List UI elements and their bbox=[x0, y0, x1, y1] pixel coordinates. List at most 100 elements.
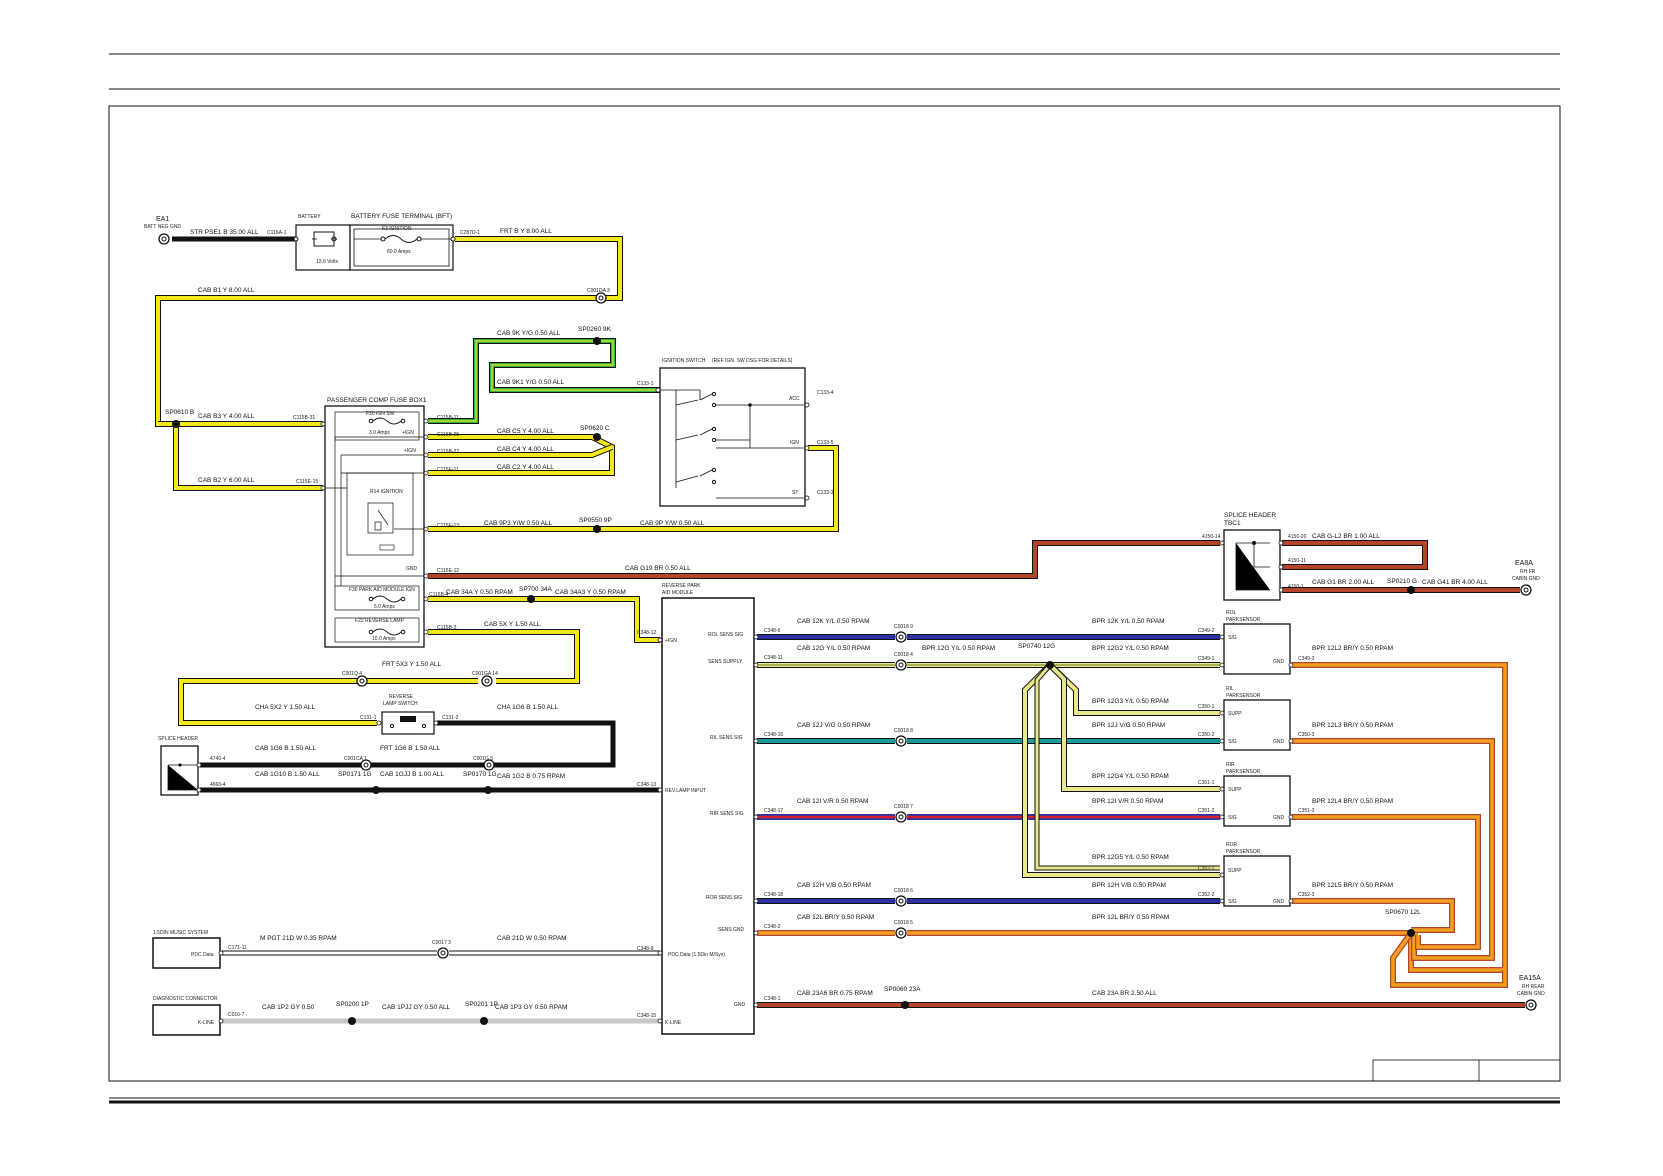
svg-text:C115E-11: C115E-11 bbox=[437, 467, 459, 473]
svg-text:C349-2: C349-2 bbox=[1198, 628, 1215, 634]
svg-text:CAB 12H V/B 0.50 RPAM: CAB 12H V/B 0.50 RPAM bbox=[797, 882, 871, 889]
svg-text:C001Q 4: C001Q 4 bbox=[342, 671, 362, 677]
ignition-switch: IGNITION SWITCH (REF IGN. SW DSG FOR DET… bbox=[659, 358, 806, 507]
diagnostic-connector: DIAGNOSTIC CONNECTOR K-LINE bbox=[152, 996, 221, 1036]
svg-text:C001DA 3: C001DA 3 bbox=[587, 288, 610, 294]
svg-text:C348-2: C348-2 bbox=[764, 924, 781, 930]
svg-text:SP0740 12G: SP0740 12G bbox=[1018, 643, 1055, 650]
svg-text:PDC Data: PDC Data bbox=[191, 952, 214, 958]
svg-text:SP0201 1P: SP0201 1P bbox=[465, 1001, 498, 1008]
svg-text:C348-1: C348-1 bbox=[764, 996, 781, 1002]
svg-text:GND: GND bbox=[734, 1002, 746, 1008]
svg-text:CAB 34A Y 0.50 RPAM: CAB 34A Y 0.50 RPAM bbox=[446, 589, 513, 596]
svg-text:4150-1: 4150-1 bbox=[1288, 584, 1304, 590]
svg-text:GND: GND bbox=[1273, 899, 1285, 905]
svg-text:SP0550 9P: SP0550 9P bbox=[579, 517, 612, 524]
svg-text:4150-20: 4150-20 bbox=[1288, 534, 1307, 540]
svg-text:C351-3: C351-3 bbox=[1298, 808, 1315, 814]
wire-green-ign-sw bbox=[428, 338, 660, 424]
svg-text:C349-1: C349-1 bbox=[1198, 656, 1215, 662]
svg-text:C350-1: C350-1 bbox=[1198, 704, 1215, 710]
svg-text:C115B-25: C115B-25 bbox=[437, 432, 459, 438]
svg-text:REVERSE PARK: REVERSE PARK bbox=[662, 583, 701, 589]
svg-text:C287D-1: C287D-1 bbox=[460, 230, 480, 236]
wire-orange-gnd bbox=[757, 662, 1508, 988]
ground-ea15a: EA15A RH REAR CABIN GND bbox=[1517, 975, 1545, 1011]
svg-text:CAB 1G2 B 0.75 RPAM: CAB 1G2 B 0.75 RPAM bbox=[497, 773, 565, 780]
svg-text:ACC: ACC bbox=[789, 396, 800, 402]
svg-text:CAB B2 Y 6.00 ALL: CAB B2 Y 6.00 ALL bbox=[198, 477, 255, 484]
svg-text:R14 IGNITION: R14 IGNITION bbox=[370, 489, 403, 495]
svg-text:RH FR: RH FR bbox=[1520, 569, 1536, 575]
svg-text:BPR 12L4 BR/Y 0.50 RPAM: BPR 12L4 BR/Y 0.50 RPAM bbox=[1312, 798, 1393, 805]
svg-text:SP0210 G: SP0210 G bbox=[1387, 578, 1417, 585]
svg-text:C115E-13: C115E-13 bbox=[437, 523, 459, 529]
svg-text:GND: GND bbox=[1273, 815, 1285, 821]
svg-text:RIL: RIL bbox=[1226, 686, 1234, 692]
svg-text:(REF IGN. SW DSG FOR DETAILS): (REF IGN. SW DSG FOR DETAILS) bbox=[712, 358, 793, 364]
svg-text:CAB 23A6 BR 0.75 RPAM: CAB 23A6 BR 0.75 RPAM bbox=[797, 990, 873, 997]
svg-text:FRT 1G6 B 1.50 ALL: FRT 1G6 B 1.50 ALL bbox=[380, 745, 440, 752]
svg-text:C115B-11: C115B-11 bbox=[437, 415, 459, 421]
wire-yellow-reverse bbox=[178, 629, 580, 726]
wire-yellow-main bbox=[155, 236, 623, 491]
svg-text:LAMP SWITCH: LAMP SWITCH bbox=[383, 701, 418, 707]
svg-text:SIG: SIG bbox=[1228, 739, 1237, 745]
battery-fuse-terminal: BATTERY FUSE TERMINAL (BFT) F3 IGNITION … bbox=[349, 213, 456, 271]
svg-text:4660-4: 4660-4 bbox=[210, 782, 226, 788]
svg-text:3.0 Amps: 3.0 Amps bbox=[369, 430, 390, 436]
wire-brown-tbc1 bbox=[1282, 540, 1520, 593]
svg-text:C350-2: C350-2 bbox=[1198, 732, 1215, 738]
svg-text:CAB 12J V/G 0.50 RPAM: CAB 12J V/G 0.50 RPAM bbox=[797, 722, 870, 729]
svg-text:PARKSENSOR: PARKSENSOR bbox=[1226, 617, 1261, 623]
svg-text:SENS SUPPLY: SENS SUPPLY bbox=[708, 659, 743, 665]
wire-yellow-ign bbox=[428, 434, 615, 476]
svg-text:BPR 12L3 BR/Y 0.50 RPAM: BPR 12L3 BR/Y 0.50 RPAM bbox=[1312, 722, 1393, 729]
svg-text:SP0200 1P: SP0200 1P bbox=[336, 1001, 369, 1008]
svg-text:STR PSE1 B 35.00 ALL: STR PSE1 B 35.00 ALL bbox=[190, 229, 259, 236]
svg-text:IGN: IGN bbox=[790, 440, 799, 446]
svg-text:BATTERY: BATTERY bbox=[298, 214, 321, 220]
svg-text:C131-1: C131-1 bbox=[360, 715, 377, 721]
svg-text:C0017 3: C0017 3 bbox=[432, 940, 451, 946]
svg-text:SP0670 12L: SP0670 12L bbox=[1385, 909, 1421, 916]
wires bbox=[155, 236, 1525, 1024]
svg-text:CABIN GND: CABIN GND bbox=[1512, 576, 1540, 582]
svg-text:C352-1: C352-1 bbox=[1198, 866, 1215, 872]
svg-text:C348-15: C348-15 bbox=[637, 1013, 656, 1019]
svg-text:CAB 1P3 GY 0.50 RPAM: CAB 1P3 GY 0.50 RPAM bbox=[495, 1004, 567, 1011]
svg-text:C348-12: C348-12 bbox=[637, 630, 656, 636]
svg-text:SPLICE HEADER: SPLICE HEADER bbox=[158, 736, 198, 742]
svg-text:GND: GND bbox=[1273, 739, 1285, 745]
svg-text:EA8A: EA8A bbox=[1515, 560, 1533, 567]
svg-text:C348-13: C348-13 bbox=[637, 782, 656, 788]
svg-text:ST: ST bbox=[792, 490, 798, 496]
svg-text:CAB C5 Y 4.00 ALL: CAB C5 Y 4.00 ALL bbox=[497, 428, 554, 435]
svg-text:C001G 5: C001G 5 bbox=[473, 756, 493, 762]
battery: BATTERY 12.6 Volts bbox=[293, 214, 351, 271]
wire-labels: STR PSE1 B 35.00 ALL FRT B Y 8.00 ALL CA… bbox=[190, 228, 1488, 1011]
svg-text:CAB 1P2 GY 0.50: CAB 1P2 GY 0.50 bbox=[262, 1004, 315, 1011]
svg-text:SP0610 B: SP0610 B bbox=[165, 409, 194, 416]
svg-text:AID MODULE: AID MODULE bbox=[662, 590, 694, 596]
svg-text:SP0171 1G: SP0171 1G bbox=[338, 771, 372, 778]
wire-yl-supply bbox=[757, 662, 1220, 878]
svg-text:+IGN: +IGN bbox=[404, 448, 416, 454]
svg-text:CAB 12L BR/Y 0.50 RPAM: CAB 12L BR/Y 0.50 RPAM bbox=[797, 914, 874, 921]
svg-text:C348-17: C348-17 bbox=[764, 808, 783, 814]
park-sensor-rol: ROL PARKSENSOR SIG GND bbox=[1223, 610, 1291, 675]
svg-text:BPR 12I V/R 0.50 RPAM: BPR 12I V/R 0.50 RPAM bbox=[1092, 798, 1163, 805]
svg-text:CAB G19 BR 0.50 ALL: CAB G19 BR 0.50 ALL bbox=[625, 565, 691, 572]
svg-text:K-LINE: K-LINE bbox=[198, 1020, 215, 1026]
reverse-lamp-switch: REVERSE LAMP SWITCH bbox=[381, 694, 435, 735]
ground-ea1: EA1 BATT NEG GND bbox=[144, 216, 181, 245]
svg-text:C001GA 14: C001GA 14 bbox=[472, 671, 498, 677]
svg-text:C0018 5: C0018 5 bbox=[894, 920, 913, 926]
svg-text:C348-16: C348-16 bbox=[764, 732, 783, 738]
svg-text:CAB 12K Y/L 0.50 RPAM: CAB 12K Y/L 0.50 RPAM bbox=[797, 618, 870, 625]
svg-text:4740-4: 4740-4 bbox=[210, 756, 226, 762]
svg-text:CAB C4 Y 4.00 ALL: CAB C4 Y 4.00 ALL bbox=[497, 446, 554, 453]
svg-text:SP0260 9K: SP0260 9K bbox=[578, 326, 612, 333]
svg-text:PARKSENSOR: PARKSENSOR bbox=[1226, 849, 1261, 855]
svg-text:C133-4: C133-4 bbox=[817, 390, 834, 396]
